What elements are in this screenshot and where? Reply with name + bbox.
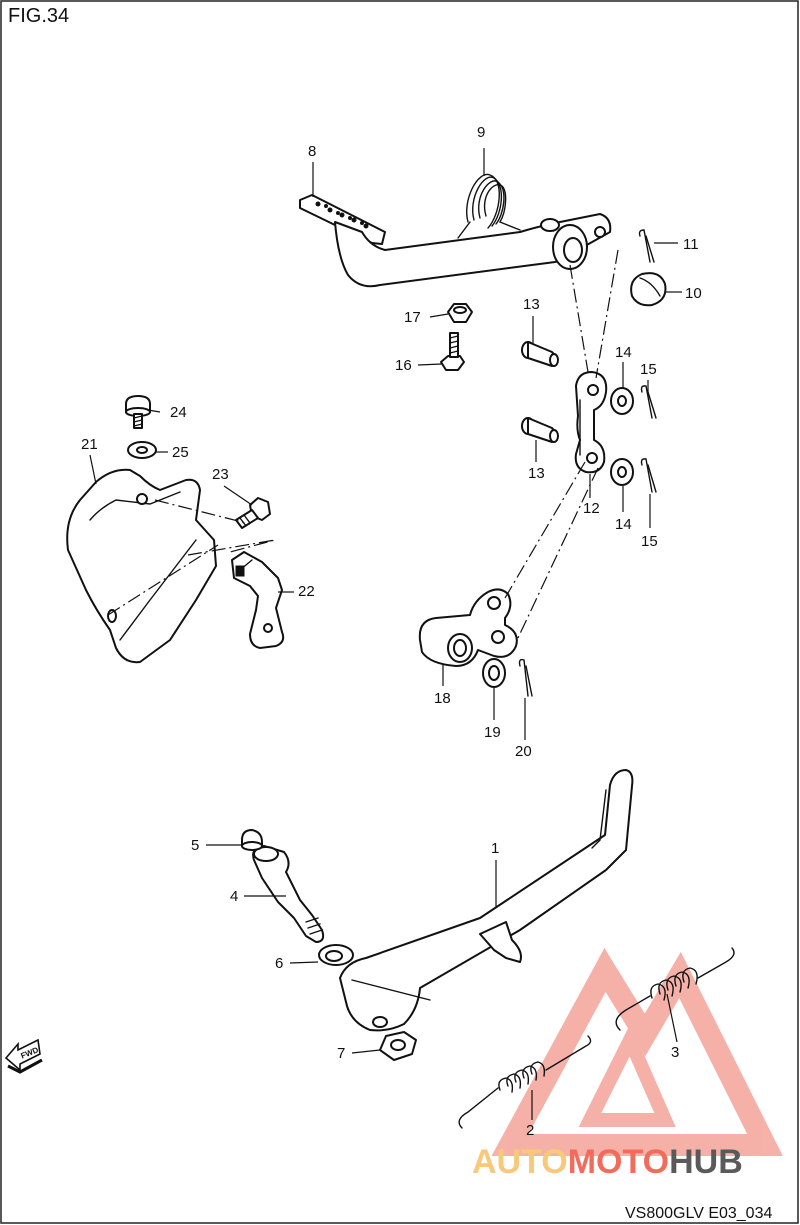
callout-24: 24 xyxy=(170,404,187,421)
part-23-bolt[interactable] xyxy=(235,497,271,529)
callout-15-upper: 15 xyxy=(640,361,657,378)
part-15-cotter-pin-lower[interactable] xyxy=(640,458,657,493)
part-13-pin-lower[interactable] xyxy=(521,417,559,443)
part-6-washer[interactable] xyxy=(318,944,354,966)
fwd-arrow-icon: FWD xyxy=(4,1038,43,1074)
callout-11: 11 xyxy=(683,236,699,253)
assembly-lines xyxy=(107,249,619,639)
callout-10: 10 xyxy=(685,285,702,302)
callout-5: 5 xyxy=(191,837,199,854)
part-25-washer[interactable] xyxy=(127,441,157,459)
callout-14-lower: 14 xyxy=(615,516,632,533)
part-14-washer-upper[interactable] xyxy=(610,387,634,415)
callout-13-upper: 13 xyxy=(523,296,540,313)
part-1-side-stand[interactable] xyxy=(339,769,634,1032)
watermark-moto: MOTO xyxy=(568,1143,669,1181)
part-9-spring[interactable] xyxy=(457,173,521,239)
callout-14-upper: 14 xyxy=(615,344,632,361)
callout-13-lower: 13 xyxy=(528,465,545,482)
callout-4: 4 xyxy=(230,888,238,905)
figure-title: FIG.34 xyxy=(8,5,69,27)
watermark-triangle-icon xyxy=(491,948,783,1156)
callout-25: 25 xyxy=(172,444,189,461)
callout-6: 6 xyxy=(275,955,283,972)
part-22-plate[interactable] xyxy=(231,551,285,649)
part-2-spring[interactable] xyxy=(458,1035,592,1129)
part-8-brake-pedal[interactable] xyxy=(299,194,612,288)
callout-23: 23 xyxy=(212,466,229,483)
model-code: VS800GLV E03_034 xyxy=(625,1205,772,1222)
callout-9: 9 xyxy=(477,124,485,141)
watermark-logo xyxy=(491,948,783,1156)
callout-17: 17 xyxy=(404,309,421,326)
part-16-bolt[interactable] xyxy=(440,332,465,371)
callout-22: 22 xyxy=(298,583,315,600)
callout-7: 7 xyxy=(337,1045,345,1062)
callout-15-lower: 15 xyxy=(641,533,658,550)
callout-1: 1 xyxy=(491,840,499,857)
part-24-bolt[interactable] xyxy=(125,395,151,429)
part-21-bracket[interactable] xyxy=(66,468,217,664)
callout-21: 21 xyxy=(81,436,98,453)
watermark-text: AUTOMOTOHUB xyxy=(472,1143,743,1181)
part-7-nut[interactable] xyxy=(379,1031,417,1061)
part-19-washer[interactable] xyxy=(482,658,506,688)
part-15-cotter-pin-upper[interactable] xyxy=(640,385,657,419)
watermark-hub: HUB xyxy=(669,1143,743,1181)
watermark-auto: AUTO xyxy=(472,1143,568,1181)
part-3-spring[interactable] xyxy=(615,947,735,1031)
callout-8: 8 xyxy=(308,143,316,160)
callout-labels: 9 8 11 10 17 16 13 14 15 13 12 14 15 18 … xyxy=(81,124,702,1139)
callout-12: 12 xyxy=(583,500,600,517)
part-5-cap[interactable] xyxy=(241,829,263,851)
watermark-inner-triangle-icon xyxy=(578,1023,676,1127)
part-14-washer-lower[interactable] xyxy=(610,458,634,486)
part-4-bolt[interactable] xyxy=(252,845,325,943)
part-17-nut[interactable] xyxy=(447,303,473,323)
callout-19: 19 xyxy=(484,724,501,741)
callout-20: 20 xyxy=(515,743,532,760)
part-20-cotter-pin[interactable] xyxy=(518,658,533,697)
part-10-cap[interactable] xyxy=(630,272,667,307)
callout-3: 3 xyxy=(671,1044,679,1061)
callout-18: 18 xyxy=(434,690,451,707)
part-18-brake-arm[interactable] xyxy=(418,588,518,667)
callout-2: 2 xyxy=(526,1122,534,1139)
callout-16: 16 xyxy=(395,357,412,374)
part-11-cotter-pin[interactable] xyxy=(638,229,655,263)
part-13-pin-upper[interactable] xyxy=(521,341,559,367)
leader-lines xyxy=(89,148,682,1120)
part-12-link-rod[interactable] xyxy=(574,371,608,474)
